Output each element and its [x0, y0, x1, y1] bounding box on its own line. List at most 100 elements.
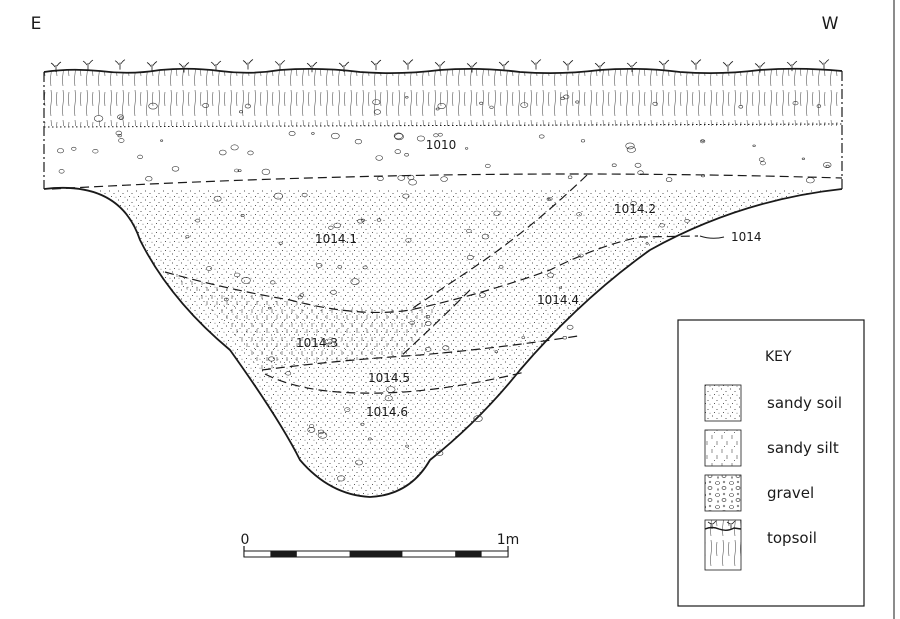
boundary-1014-1-1014-2 — [409, 174, 588, 311]
stone — [354, 139, 363, 145]
grass-tuft-icon — [562, 60, 574, 71]
stone — [634, 162, 642, 168]
stone — [473, 415, 483, 422]
stone — [521, 336, 526, 339]
stone — [405, 444, 409, 448]
grass-tufts — [50, 59, 830, 73]
stone — [285, 371, 292, 376]
stone — [393, 132, 404, 140]
stone — [344, 407, 351, 412]
grass-tuft-icon — [466, 62, 478, 73]
stone — [241, 276, 251, 284]
stone — [630, 201, 637, 206]
stone — [350, 278, 360, 285]
stone — [237, 169, 242, 173]
stone — [92, 149, 99, 154]
grass-tuft-icon — [210, 60, 222, 72]
scale-start-label: 0 — [241, 532, 250, 548]
stone — [362, 265, 368, 270]
stone — [465, 147, 469, 150]
stone — [665, 177, 673, 182]
stone — [578, 253, 584, 258]
scale-segment-1 — [270, 551, 297, 557]
key-swatch-gravel — [704, 474, 742, 512]
grass-tuft-icon — [338, 61, 350, 73]
stone — [489, 105, 494, 109]
key-label-topsoil: topsoil — [767, 529, 817, 547]
stone — [297, 295, 303, 300]
stone — [119, 116, 124, 120]
stone — [494, 350, 498, 354]
layer-label-1014: 1014 — [731, 230, 762, 244]
grass-tuft-icon — [82, 59, 94, 71]
ground-surface-line — [43, 67, 843, 75]
stone — [317, 431, 328, 439]
stone — [684, 218, 690, 223]
layer-1010-stones — [57, 130, 832, 186]
stone — [493, 210, 501, 216]
stone — [333, 222, 341, 229]
stone — [760, 161, 766, 166]
stone — [307, 427, 316, 433]
stone — [330, 289, 337, 295]
stone — [267, 306, 272, 310]
scale-segment-3 — [455, 551, 482, 557]
boundary-1014-5-1014-6 — [264, 371, 526, 394]
stone — [368, 437, 372, 441]
stone — [405, 238, 412, 243]
grass-tuft-icon — [306, 61, 318, 73]
stone — [575, 100, 580, 104]
stone — [301, 192, 308, 198]
stone — [330, 132, 340, 140]
key-label-sandy-soil: sandy soil — [767, 394, 842, 412]
grass-tuft-icon — [50, 61, 62, 72]
stone — [547, 197, 553, 201]
stone — [273, 192, 284, 200]
stone — [611, 163, 617, 167]
stone — [117, 134, 122, 138]
stone — [171, 166, 180, 172]
stone — [402, 193, 410, 199]
stone — [71, 146, 77, 151]
stone — [408, 179, 417, 186]
stone — [118, 138, 125, 143]
stone — [372, 99, 381, 105]
grass-tuft-icon — [594, 61, 606, 73]
stone — [337, 475, 346, 482]
layer-label-1014-6: 1014.6 — [366, 405, 408, 419]
stone — [435, 450, 444, 456]
stone — [311, 132, 315, 135]
stone — [752, 144, 756, 148]
stone — [558, 286, 563, 289]
stone — [324, 338, 333, 345]
stone — [355, 459, 363, 466]
stone — [484, 163, 491, 168]
grass-tuft-icon — [274, 60, 286, 71]
key-title: KEY — [765, 349, 792, 365]
stone — [816, 104, 822, 108]
grass-tuft-icon — [530, 59, 542, 70]
stone — [115, 130, 123, 136]
stone — [825, 164, 830, 168]
layer-label-1014-1: 1014.1 — [315, 232, 357, 246]
stone — [58, 169, 65, 174]
stone — [357, 218, 364, 224]
stone — [425, 315, 431, 319]
grass-tuft-icon — [498, 60, 510, 72]
stone — [278, 241, 283, 245]
direction-east-label: E — [31, 14, 42, 34]
stone — [394, 149, 401, 154]
stone — [433, 133, 439, 138]
stone — [567, 175, 573, 179]
stone — [93, 115, 104, 122]
stone — [328, 225, 334, 230]
stone — [546, 197, 551, 201]
grass-tuft-icon — [178, 62, 190, 73]
key-label-gravel: gravel — [767, 484, 814, 502]
stone — [758, 157, 765, 162]
grass-tuft-icon — [658, 59, 670, 71]
grass-tuft-icon — [722, 60, 734, 72]
stone — [498, 265, 504, 269]
stone — [213, 195, 222, 202]
stone — [117, 114, 124, 120]
